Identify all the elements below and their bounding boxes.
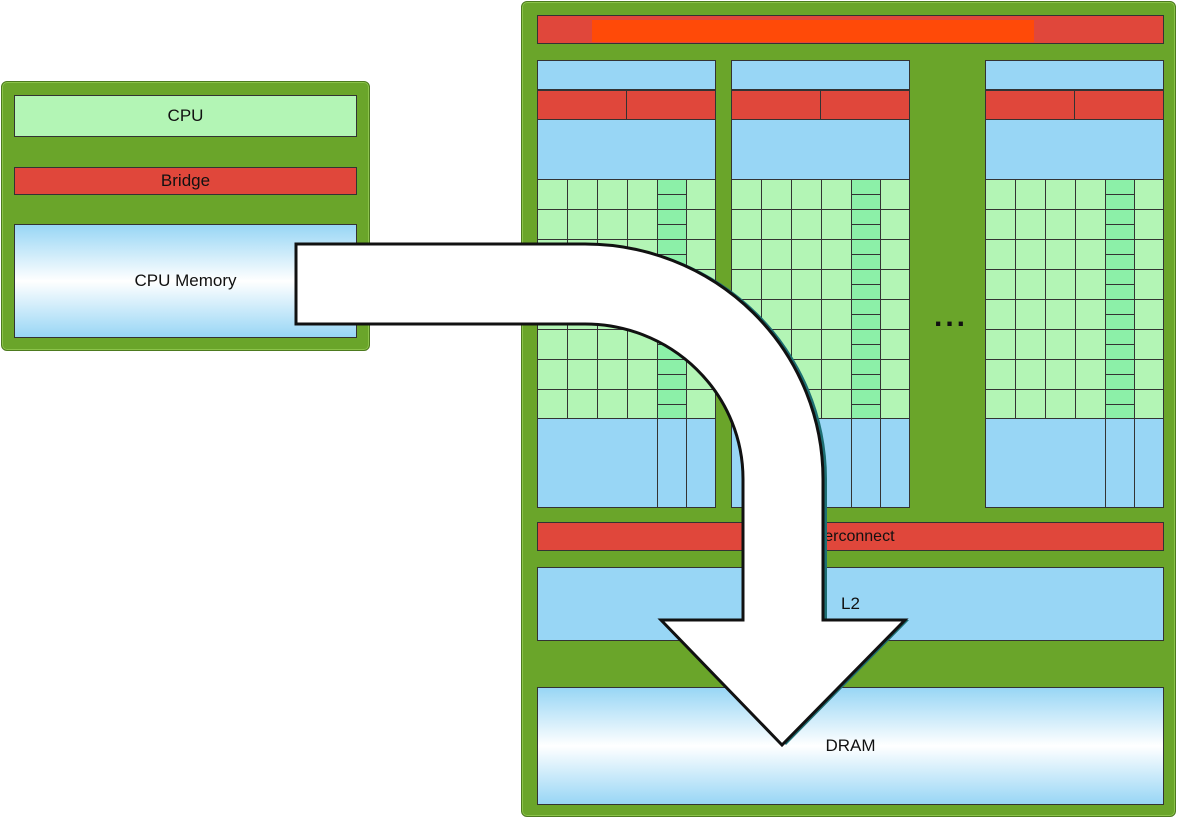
sm-sfu-cell xyxy=(1134,389,1164,420)
transfer-arrow-body xyxy=(294,242,909,748)
l2-label: L2 xyxy=(841,594,860,613)
sm-instruction-cache xyxy=(731,60,910,90)
sm-register-file xyxy=(731,119,910,180)
sm-core-cell xyxy=(985,329,1016,360)
sm-core-cell xyxy=(597,359,628,390)
sm-core-cell xyxy=(597,179,628,210)
sm-core-cell xyxy=(985,179,1016,210)
sm-core-cell xyxy=(731,239,762,270)
sm-instruction-cache xyxy=(985,60,1164,90)
sm-core-cell xyxy=(597,209,628,240)
sm-sfu-cell xyxy=(686,239,716,270)
sm-core-cell xyxy=(985,359,1016,390)
sm-core-cell xyxy=(627,389,658,420)
sm-texture-unit xyxy=(686,418,716,508)
cpu-label: CPU xyxy=(167,106,204,125)
sm-core-cell xyxy=(567,389,598,420)
sm-core-cell xyxy=(761,239,792,270)
sm-core-cell xyxy=(1045,269,1076,300)
sm-core-cell xyxy=(627,179,658,210)
sm-texture-unit xyxy=(1105,418,1135,508)
sm-sfu-cell xyxy=(686,209,716,240)
sm-texture-unit xyxy=(880,418,910,508)
sm-core-cell xyxy=(1075,389,1106,420)
sm-core-cell xyxy=(985,269,1016,300)
sm-core-cell xyxy=(791,239,822,270)
sm-sfu-cell xyxy=(880,359,910,390)
sm-core-cell xyxy=(1045,239,1076,270)
sm-core-cell xyxy=(567,209,598,240)
sm-core-cell xyxy=(821,269,852,300)
cpu-memory-label: CPU Memory xyxy=(134,271,237,290)
sm-sfu-cell xyxy=(1134,209,1164,240)
sm-core-cell xyxy=(791,179,822,210)
sm-instruction-cache xyxy=(537,60,716,90)
sm-sfu-cell xyxy=(1134,359,1164,390)
sm-register-file xyxy=(985,119,1164,180)
sm-texture-unit xyxy=(657,418,687,508)
sm-sfu-cell xyxy=(880,299,910,330)
sm-core-cell xyxy=(761,179,792,210)
sm-core-cell xyxy=(985,389,1016,420)
sm-sfu-cell xyxy=(686,389,716,420)
sm-sfu-cell xyxy=(1134,269,1164,300)
dram-box: DRAM xyxy=(537,687,1164,805)
sm-sfu-cell xyxy=(1134,329,1164,360)
sm-core-cell xyxy=(1045,359,1076,390)
sm-sfu-cell xyxy=(1134,299,1164,330)
bridge-label: Bridge xyxy=(160,171,211,190)
sm-warp-scheduler xyxy=(731,90,821,120)
ellipsis-text: ... xyxy=(933,300,968,333)
sm-texture-unit xyxy=(1134,418,1164,508)
sm-sfu-cell xyxy=(880,239,910,270)
interconnect-label: Interconnect xyxy=(806,527,895,545)
host-interface-highlight xyxy=(592,20,1034,42)
cpu-box: CPU xyxy=(14,95,357,137)
interconnect-bar: Interconnect xyxy=(537,522,1164,551)
bridge-box: Bridge xyxy=(14,167,357,195)
sm-core-cell xyxy=(1045,389,1076,420)
sm-sfu-cell xyxy=(880,179,910,210)
sm-sfu-cell xyxy=(1134,239,1164,270)
dram-label: DRAM xyxy=(825,736,876,755)
sm-texture-unit xyxy=(851,418,881,508)
sm-core-cell xyxy=(791,209,822,240)
sm-core-cell xyxy=(985,299,1016,330)
